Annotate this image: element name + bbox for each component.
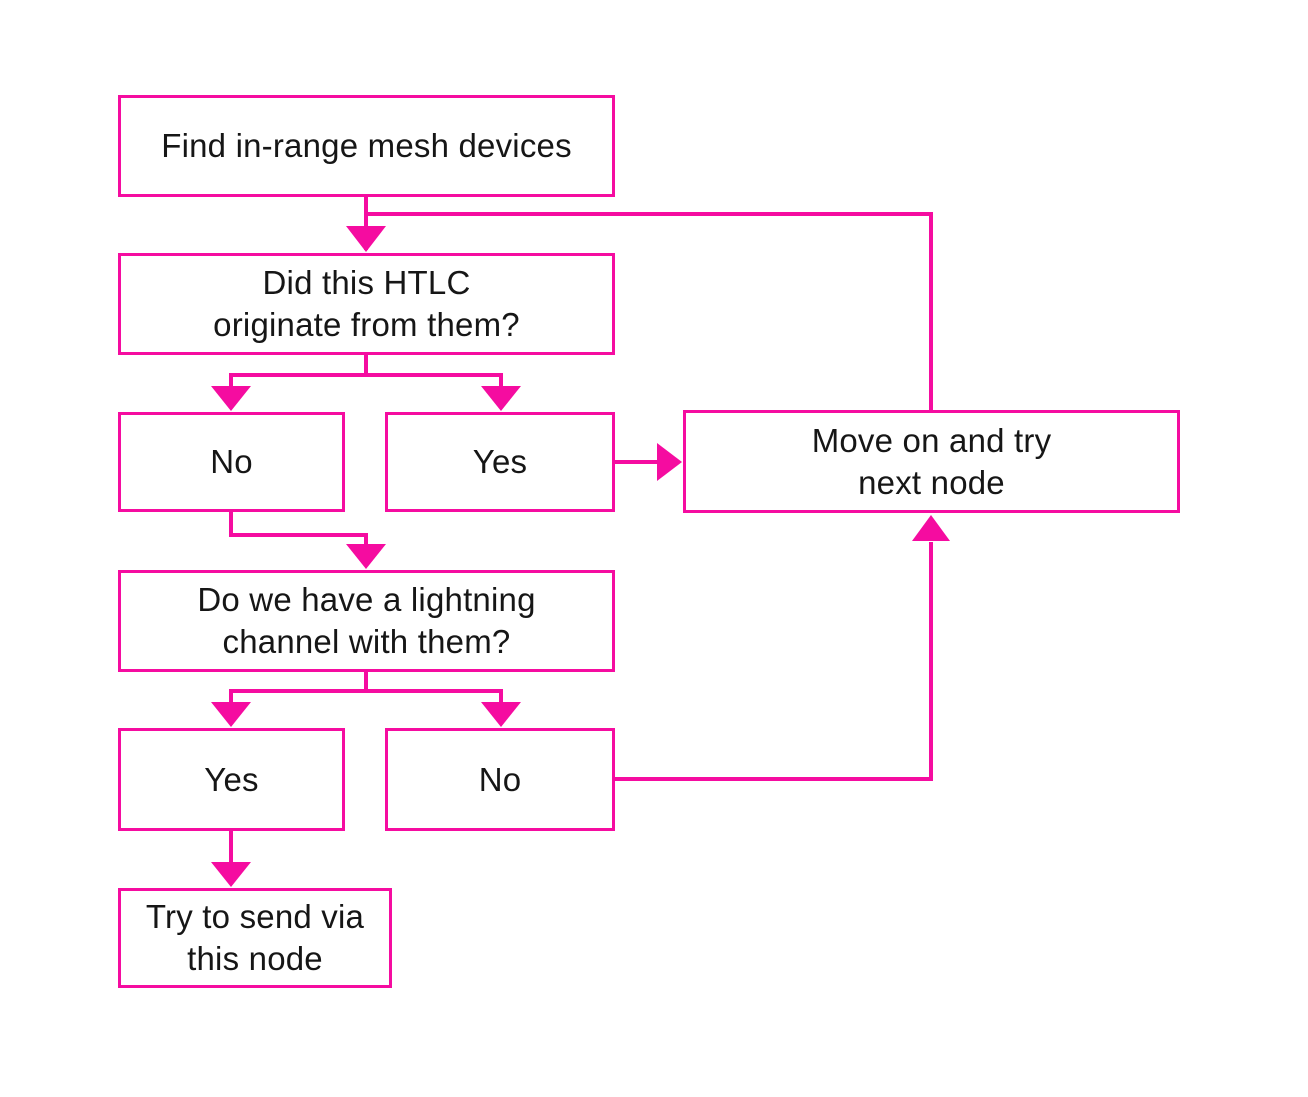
node-htlc-no: No <box>118 412 345 512</box>
node-send-node: Try to send via this node <box>118 888 392 988</box>
arrowhead-into-move-on-left <box>657 443 682 481</box>
arrowhead-into-move-on-bottom <box>912 515 950 541</box>
arrowhead-into-htlc-yes <box>481 386 521 411</box>
edge-channel-to-yes <box>229 672 368 706</box>
node-channel-question: Do we have a lightning channel with them… <box>118 570 615 672</box>
edge-htlc-to-no <box>229 355 368 392</box>
node-channel-yes: Yes <box>118 728 345 831</box>
arrowhead-into-channel-question <box>346 544 386 569</box>
arrowhead-into-channel-yes <box>211 702 251 727</box>
edge-move-on-loop-to-htlc <box>366 212 933 410</box>
edge-channel-no-to-move-on <box>615 542 933 781</box>
node-htlc-yes: Yes <box>385 412 615 512</box>
edge-htlc-to-yes <box>366 373 503 392</box>
arrowhead-into-send-node <box>211 862 251 887</box>
node-channel-no: No <box>385 728 615 831</box>
arrowhead-into-htlc-question <box>346 226 386 252</box>
arrowhead-into-htlc-no <box>211 386 251 411</box>
node-find-devices: Find in-range mesh devices <box>118 95 615 197</box>
edge-channel-to-no <box>366 689 503 706</box>
node-htlc-question: Did this HTLC originate from them? <box>118 253 615 355</box>
arrowhead-into-channel-no <box>481 702 521 727</box>
node-move-on: Move on and try next node <box>683 410 1180 513</box>
edge-no-to-channel-question <box>229 512 368 560</box>
